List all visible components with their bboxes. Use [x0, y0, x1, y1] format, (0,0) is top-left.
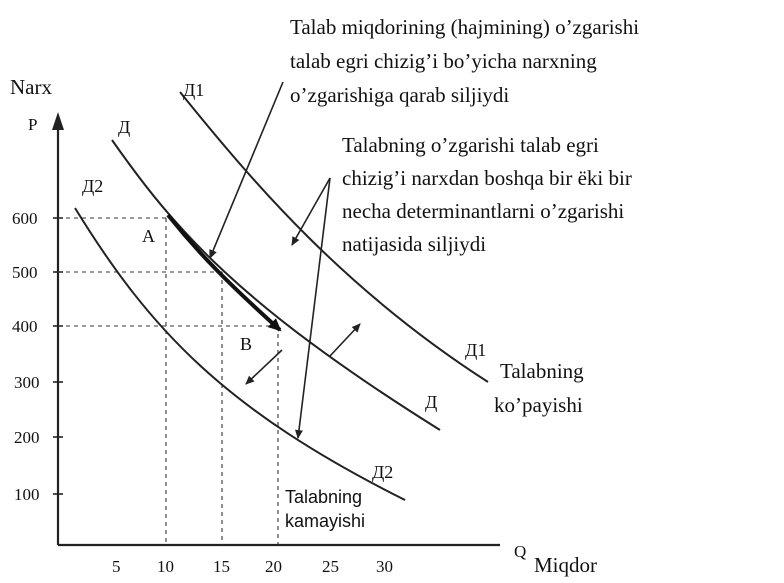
x-tick-label: 20 [265, 557, 282, 576]
shift-pointer-lower [295, 177, 331, 439]
movement-text-line-1: Talab miqdorining (hajmining) o’zgarishi [290, 15, 639, 39]
y-axis-word: Narx [10, 75, 52, 99]
y-axis-letter: P [28, 115, 37, 134]
demand-curve-d1 [179, 91, 489, 383]
decrease-text-line-2: kamayishi [285, 511, 365, 531]
demand-curve-d2 [74, 207, 406, 501]
y-tick-label: 200 [14, 428, 40, 447]
increase-shift-arrow [329, 323, 361, 357]
point-b-label: B [240, 334, 252, 354]
movement-arrow [166, 213, 282, 332]
movement-pointer [209, 81, 284, 259]
y-tick-label: 400 [12, 317, 38, 336]
x-axis-word: Miqdor [534, 553, 597, 577]
label-d2-top: Д2 [82, 176, 103, 196]
label-d2-bottom: Д2 [372, 462, 393, 482]
shift-text-line-3: necha determinantlarni o’zgarishi [342, 199, 624, 223]
x-ticks: 5 10 15 20 25 30 [112, 557, 393, 576]
x-axis-letter: Q [514, 542, 526, 561]
decrease-shift-arrow [245, 349, 283, 385]
label-d-top: Д [118, 117, 130, 137]
y-tick-label: 600 [12, 209, 38, 228]
point-a-label: A [142, 226, 155, 246]
label-d-bottom: Д [425, 392, 437, 412]
increase-text-line-2: ko’payishi [494, 393, 583, 417]
shift-pointer-upper [291, 177, 331, 246]
y-tick-label: 300 [14, 373, 40, 392]
y-axis-arrowhead [52, 112, 64, 130]
x-tick-label: 30 [376, 557, 393, 576]
y-tick-label: 500 [12, 263, 38, 282]
shift-text-line-1: Talabning o’zgarishi talab egri [342, 133, 599, 157]
guide-lines [58, 217, 279, 545]
y-tick-label: 100 [14, 485, 40, 504]
decrease-text-line-1: Talabning [285, 487, 362, 507]
increase-text-line-1: Talabning [500, 359, 584, 383]
x-tick-label: 15 [213, 557, 230, 576]
shift-text-line-2: chizig’i narxdan boshqa bir ёki bir [342, 166, 632, 190]
movement-text-line-3: o’zgarishiga qarab siljiydi [290, 83, 509, 107]
label-d1-top: Д1 [183, 80, 204, 100]
label-d1-bottom: Д1 [465, 340, 486, 360]
x-tick-label: 10 [157, 557, 174, 576]
movement-text-line-2: talab egri chizig’i bo’yicha narxning [290, 49, 597, 73]
x-tick-label: 25 [322, 557, 339, 576]
shift-text-line-4: natijasida siljiydi [342, 232, 486, 256]
demand-curve-d [111, 139, 441, 431]
x-tick-label: 5 [112, 557, 121, 576]
y-ticks: 600 500 400 300 200 100 [12, 209, 63, 504]
